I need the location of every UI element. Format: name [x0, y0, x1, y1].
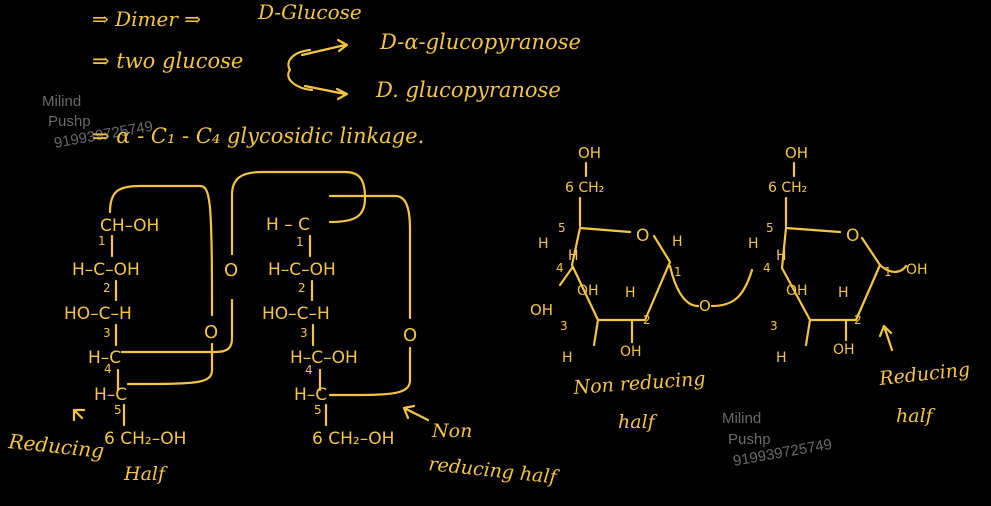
hl-n4: 4 [556, 261, 564, 275]
hl-oh-in: OH [577, 283, 599, 299]
glycosidic-bond-right [230, 170, 367, 256]
link-bond-right [710, 268, 754, 308]
right-n3: 3 [300, 326, 308, 340]
hl-h-left: H [538, 236, 549, 252]
hl-n5: 5 [558, 221, 566, 235]
left-n5: 5 [114, 403, 122, 417]
hl-oh-top: OH [578, 144, 601, 162]
hr-n1: 1 [884, 265, 892, 279]
haworth-ring-reducing: OH 6 CH₂ 5 O H H 4 1 OH OH H 3 2 H OH Re… [748, 144, 971, 427]
haworth-ring-non-reducing: OH 6 CH₂ 5 O H H H 4 1 OH H OH 3 2 H OH … [530, 144, 706, 433]
watermark-line1: Milind [722, 410, 761, 427]
hl-n1: 1 [674, 265, 682, 279]
hr-n3: 3 [770, 319, 778, 333]
link-oxygen: O [699, 297, 711, 315]
hr-label-half: half [896, 405, 936, 427]
branch-arrow-bottom [303, 84, 349, 101]
hr-ring [780, 226, 882, 322]
hl-oh-left: OH [530, 301, 553, 319]
right-label-non: Non [431, 420, 472, 442]
hr-oh-bottom: OH [833, 342, 855, 358]
left-c3: HO–C–H [64, 304, 132, 324]
left-label-reducing: Reducing [6, 429, 105, 463]
left-n2: 2 [103, 281, 111, 295]
hr-label-arrow [878, 324, 894, 352]
link-bond-left [668, 264, 700, 308]
hr-oh-right: OH [906, 262, 928, 278]
hl-label-half: half [618, 411, 658, 433]
note-two-glucose: ⇒ two glucose [92, 49, 243, 73]
hr-h-in2: H [838, 285, 849, 301]
hr-h-bottom: H [776, 350, 787, 366]
hr-ring-oxygen: O [846, 226, 859, 246]
right-label-arrow [402, 404, 430, 422]
right-c5: H–C [294, 385, 327, 405]
watermark-line2: Pushp [728, 431, 771, 448]
hl-h-in: H [568, 248, 579, 264]
left-c1: CH–OH [100, 216, 159, 236]
right-label-reducing-half: reducing half [427, 453, 560, 489]
right-c3: HO–C–H [262, 304, 330, 324]
hl-ring-oxygen: O [636, 226, 649, 246]
note-glycosidic-linkage: ⇒ α - C₁ - C₄ glycosidic linkage. [92, 124, 424, 148]
left-label-arrow [72, 408, 86, 422]
left-ring-oxygen: O [204, 322, 218, 343]
hr-n2: 2 [854, 313, 862, 327]
right-n5: 5 [314, 403, 322, 417]
note-d-glucose: D-Glucose [257, 0, 362, 24]
left-ring-bond-top [108, 184, 214, 317]
left-c6: 6 CH₂–OH [104, 429, 186, 449]
hr-h-in: H [776, 248, 787, 264]
hr-n4: 4 [763, 261, 771, 275]
left-ring-bond-bottom [126, 342, 214, 386]
hr-oh-in: OH [786, 283, 808, 299]
right-ring-oxygen: O [403, 325, 417, 346]
left-label-half: Half [123, 463, 168, 485]
hl-oh-bottom: OH [620, 344, 642, 360]
watermark-line2: Pushp [48, 113, 91, 130]
hl-n2: 2 [643, 313, 651, 327]
left-n3: 3 [103, 326, 111, 340]
hl-label-non-reducing: Non reducing [572, 368, 706, 399]
hr-ch2: 6 CH₂ [768, 180, 807, 196]
hr-oh-top: OH [785, 144, 808, 162]
watermark-bottom: Milind Pushp 919939725749 [722, 410, 833, 470]
hl-h-bottom: H [562, 350, 573, 366]
hr-label-reducing: Reducing [877, 359, 971, 391]
left-c5: H–C [94, 385, 127, 405]
left-c2: H–C–OH [72, 260, 140, 280]
hr-n5: 5 [766, 221, 774, 235]
right-n4: 4 [305, 363, 313, 377]
right-c6: 6 CH₂–OH [312, 429, 394, 449]
hl-ring [570, 226, 672, 322]
hl-h-right: H [672, 234, 683, 250]
right-ring-bond-bottom [328, 346, 412, 397]
left-n4: 4 [104, 362, 112, 376]
watermark-line1: Milind [42, 93, 81, 110]
right-n1: 1 [296, 235, 304, 249]
glycosidic-bond-left [120, 298, 234, 354]
note-dimer: ⇒ Dimer ⇒ [92, 7, 201, 31]
left-n1: 1 [98, 234, 106, 248]
hl-n3: 3 [560, 319, 568, 333]
note-glucopyranose: D. glucopyranose [375, 78, 561, 102]
note-alpha-glucopyranose: D-α-glucopyranose [379, 30, 581, 54]
branch-bracket [287, 48, 314, 92]
bridge-oxygen: O [224, 260, 238, 281]
open-chain-reducing: CH–OH 1 H–C–OH 2 HO–C–H 3 H–C 4 H–C 5 6 … [6, 184, 218, 485]
right-c2: H–C–OH [268, 260, 336, 280]
right-c4: H–C–OH [290, 348, 358, 368]
open-chain-non-reducing: H – C 1 H–C–OH 2 HO–C–H 3 H–C–OH 4 H–C 5… [262, 194, 561, 489]
hr-h-left: H [748, 236, 759, 252]
left-c4: H–C [88, 348, 121, 368]
right-c1: H – C [266, 215, 310, 235]
hl-ch2: 6 CH₂ [565, 180, 604, 196]
right-ring-bond-top [328, 194, 412, 320]
branch-arrow-top [300, 38, 349, 57]
hl-h-in2: H [625, 285, 636, 301]
right-n2: 2 [298, 281, 306, 295]
